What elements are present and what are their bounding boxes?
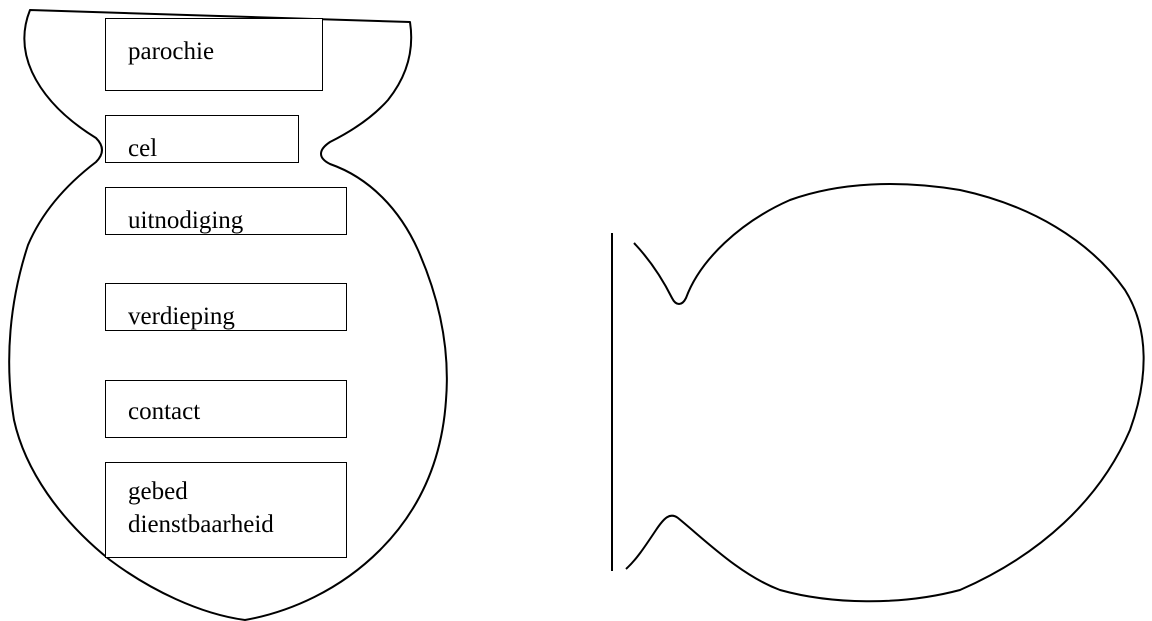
- stage-box-uitnodiging: uitnodiging: [105, 187, 347, 235]
- stage-box-parochie: parochie: [105, 18, 323, 91]
- stage-box-cel: cel: [105, 115, 299, 163]
- stage-label: contact: [128, 395, 346, 428]
- fish-outline-shape: [626, 184, 1144, 601]
- stage-label: parochie: [128, 35, 322, 68]
- stage-label: verdieping: [128, 300, 346, 331]
- stage-label: uitnodiging: [128, 204, 346, 235]
- stage-label-line1: gebed: [128, 475, 346, 508]
- stage-label: cel: [128, 132, 298, 163]
- stage-label-line2: dienstbaarheid: [128, 508, 346, 541]
- stage-box-verdieping: verdieping: [105, 283, 347, 331]
- stage-box-gebed-dienstbaarheid: gebed dienstbaarheid: [105, 462, 347, 558]
- stage-box-contact: contact: [105, 380, 347, 438]
